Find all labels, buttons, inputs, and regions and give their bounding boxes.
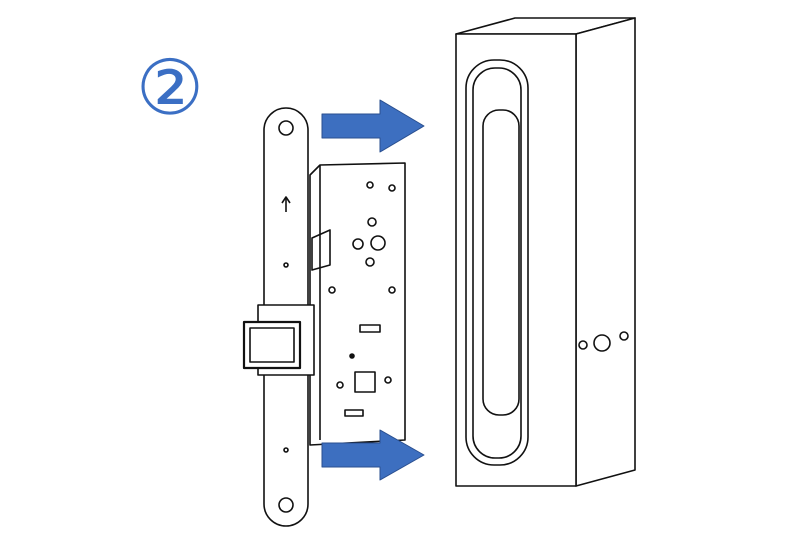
latch-bolt (242, 304, 315, 376)
step-number: ② (135, 43, 205, 132)
door-block (455, 17, 636, 487)
door-holes (578, 331, 629, 352)
mortise-lock (309, 162, 406, 446)
arrow-icon-top (321, 99, 425, 153)
arrow-icon-bottom (321, 429, 425, 481)
